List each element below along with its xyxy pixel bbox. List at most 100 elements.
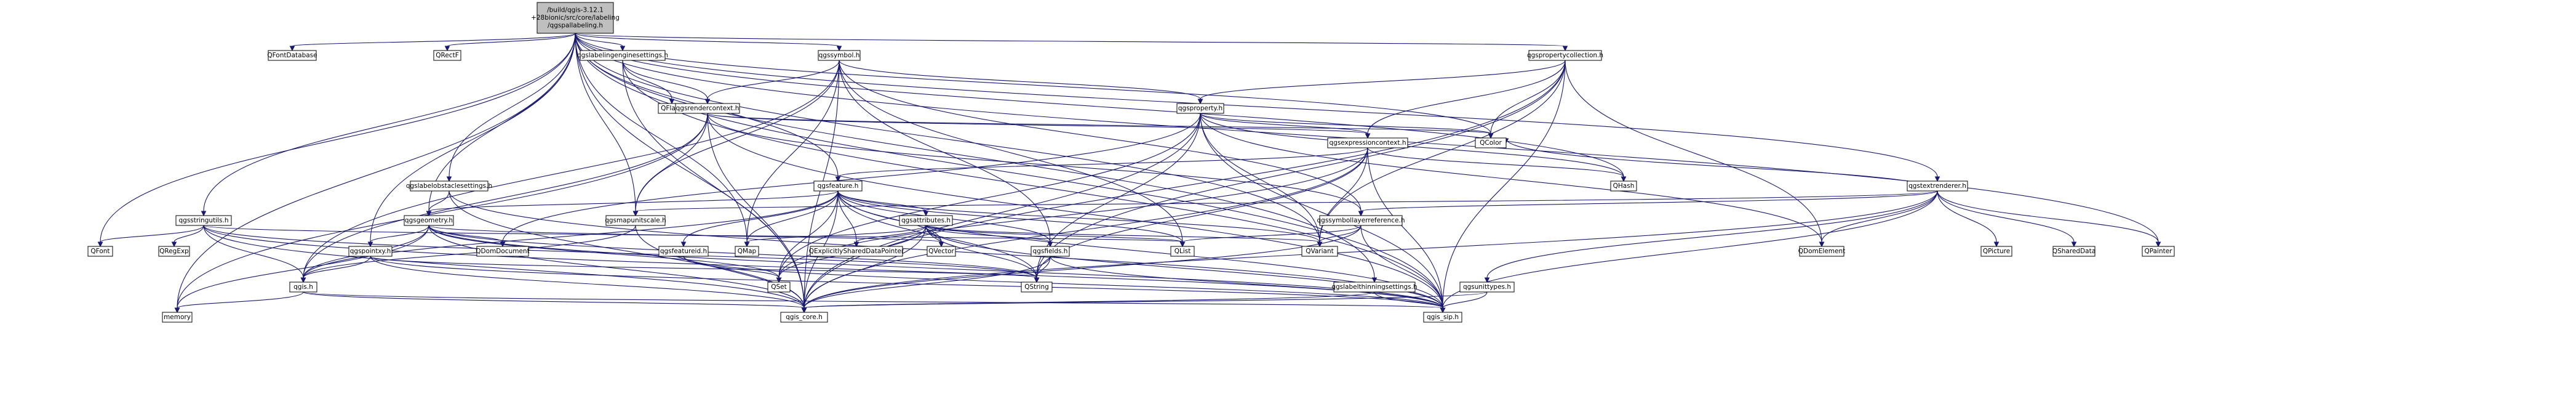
- node-qgsattributes[interactable]: qgsattributes.h: [899, 215, 953, 226]
- node-box: [348, 246, 393, 257]
- node-qstring[interactable]: QString: [1021, 281, 1053, 293]
- edge-qgsgeometry-to-qgspointxy: [367, 225, 429, 248]
- node-qhash[interactable]: QHash: [1610, 180, 1637, 192]
- edge-qgspropertycollection-to-qgis_core: [801, 60, 1566, 314]
- node-label: QPainter: [2144, 248, 2172, 255]
- node-label: qgsrendercontext.h: [676, 105, 740, 112]
- edge-qgstextrenderer-to-qshareddata: [1937, 190, 2077, 248]
- node-qgssymbollayerreference[interactable]: qgssymbollayerreference.h: [1317, 215, 1405, 226]
- node-qgsgeometry[interactable]: qgsgeometry.h: [404, 215, 454, 226]
- edge-qgsunittypes-to-qgis_sip: [1440, 291, 1488, 314]
- edge-qgsexpressioncontext-to-qgsfeature: [835, 147, 1368, 182]
- node-box: [1799, 246, 1844, 257]
- edge-qgspropertycollection-to-qgsproperty: [1197, 60, 1566, 105]
- edge-qgsstringutils-to-qgis: [203, 225, 306, 283]
- node-label: qgsproperty.h: [1178, 105, 1222, 112]
- node-qgsrendercontext[interactable]: qgsrendercontext.h: [675, 103, 740, 114]
- node-qgsproperty[interactable]: qgsproperty.h: [1176, 103, 1224, 114]
- edge-qgspropertycollection-to-qgis_sip: [1440, 60, 1566, 314]
- edge-qgsfields-to-qstring: [1034, 256, 1051, 283]
- node-label: qgspropertycollection.h: [1527, 52, 1603, 59]
- node-label: qgspointxy.h: [350, 248, 391, 255]
- node-qgsmapunitscale[interactable]: qgsmapunitscale.h: [605, 215, 666, 226]
- node-qgis_core[interactable]: qgis_core.h: [780, 312, 828, 323]
- edge-qgsexpressioncontext-to-qhash: [1367, 147, 1627, 182]
- node-qcolor[interactable]: QColor: [1475, 137, 1507, 148]
- node-qgsexpressioncontext[interactable]: qgsexpressioncontext.h: [1327, 137, 1408, 148]
- node-memory[interactable]: memory: [162, 312, 193, 323]
- node-qgsunittypes[interactable]: qgsunittypes.h: [1459, 281, 1515, 293]
- node-qgssymbol[interactable]: qgssymbol.h: [818, 50, 861, 61]
- node-qvector[interactable]: QVector: [927, 246, 956, 257]
- node-qdomelement[interactable]: QDomElement: [1798, 246, 1845, 257]
- node-qgspointxy[interactable]: qgspointxy.h: [348, 246, 393, 257]
- node-qdomdocument[interactable]: QDomDocument: [476, 246, 530, 257]
- node-box: [536, 2, 614, 34]
- node-label: QHash: [1613, 182, 1635, 190]
- node-qexplicitlyshareddatapointer[interactable]: QExplicitlySharedDataPointer: [809, 246, 904, 257]
- node-box: [1528, 50, 1602, 61]
- edge-qgsfeatureid-to-qset: [683, 256, 782, 283]
- edge-qgstextrenderer-to-qdomelement: [1819, 190, 1938, 248]
- node-qset[interactable]: QSet: [767, 281, 791, 293]
- edge-qgsfeature-to-qgsfeatureid: [680, 190, 839, 248]
- node-label: qgsstringutils.h: [178, 217, 228, 224]
- node-label: qgslabelingenginesettings.h: [577, 52, 668, 59]
- node-qgis[interactable]: qgis.h: [289, 281, 317, 293]
- edge-qgsattributes-to-qmap: [744, 225, 927, 248]
- node-qpainter[interactable]: QPainter: [2142, 246, 2175, 257]
- node-box: [1610, 180, 1637, 192]
- node-box: [780, 312, 828, 323]
- node-box: [404, 215, 454, 226]
- node-box: [2052, 246, 2095, 257]
- edge-qgsrendercontext-to-qcolor: [707, 113, 1494, 139]
- node-box: [410, 180, 488, 192]
- node-box: [1301, 246, 1338, 257]
- node-qgsfeatureid[interactable]: qgsfeatureid.h: [658, 246, 709, 257]
- node-box: [735, 246, 759, 257]
- edge-qgssymbol-to-qgsrendercontext: [704, 60, 840, 105]
- node-box: [433, 50, 461, 61]
- node-qgsfeature[interactable]: qgsfeature.h: [813, 180, 863, 192]
- edge-qgsproperty-to-qdomelement: [1200, 113, 1825, 248]
- node-label: QDomElement: [1798, 248, 1845, 255]
- edge-root-to-qgslabelingenginesettings: [575, 33, 626, 52]
- node-qgspropertycollection[interactable]: qgspropertycollection.h: [1527, 50, 1603, 61]
- node-qvariant[interactable]: QVariant: [1301, 246, 1338, 257]
- node-label: QSet: [771, 283, 787, 291]
- node-qlist[interactable]: QList: [1170, 246, 1195, 257]
- node-label: qgis.h: [293, 283, 313, 291]
- node-qgslabelingenginesettings[interactable]: qgslabelingenginesettings.h: [577, 50, 668, 61]
- node-qregexp[interactable]: QRegExp: [158, 246, 190, 257]
- node-label: /qgspallabeling.h: [548, 22, 603, 30]
- node-qfontdatabase[interactable]: QFontDatabase: [267, 50, 317, 61]
- node-qrectf[interactable]: QRectF: [433, 50, 461, 61]
- node-qpicture[interactable]: QPicture: [1980, 246, 2012, 257]
- edge-qgssymbol-to-qgssymbollayerreference: [839, 60, 1364, 217]
- edge-qgstextrenderer-to-qgsmapunitscale: [632, 190, 1938, 217]
- edge-qgis-to-qgis_core: [303, 291, 807, 314]
- edge-qgslabelingenginesettings-to-qgis_sip: [622, 60, 1446, 314]
- node-qgslabelthinningsettings[interactable]: qgslabelthinningsettings.h: [1331, 281, 1418, 293]
- node-box: [2142, 246, 2175, 257]
- edge-qgsattributes-to-qexplicitlyshareddatapointer: [853, 225, 927, 248]
- node-box: [813, 180, 863, 192]
- node-label: qgslabelthinningsettings.h: [1331, 283, 1417, 291]
- edge-qgsgeometry-to-qvector: [428, 225, 944, 248]
- edge-qgsproperty-to-qgsexpressioncontext: [1200, 113, 1371, 139]
- node-qmap[interactable]: QMap: [735, 246, 759, 257]
- node-qgstextrenderer[interactable]: qgstextrenderer.h: [1907, 180, 1968, 192]
- node-box: [476, 246, 529, 257]
- node-qgis_sip[interactable]: qgis_sip.h: [1423, 312, 1462, 323]
- node-qgsstringutils[interactable]: qgsstringutils.h: [175, 215, 232, 226]
- node-qgslabelobstaclesettings[interactable]: qgslabelobstaclesettings.h: [406, 180, 492, 192]
- node-qfont[interactable]: QFont: [87, 246, 113, 257]
- edge-root-to-qgssymbol: [575, 33, 842, 52]
- edge-qgspropertycollection-to-qcolor: [1488, 60, 1566, 139]
- node-box: [580, 50, 666, 61]
- node-qshareddata[interactable]: QSharedData: [2052, 246, 2095, 257]
- node-qgsfields[interactable]: qgsfields.h: [1031, 246, 1070, 257]
- node-label: QSharedData: [2052, 248, 2095, 255]
- edge-qgsexpressioncontext-to-qgis_core: [801, 147, 1368, 314]
- node-box: [658, 246, 709, 257]
